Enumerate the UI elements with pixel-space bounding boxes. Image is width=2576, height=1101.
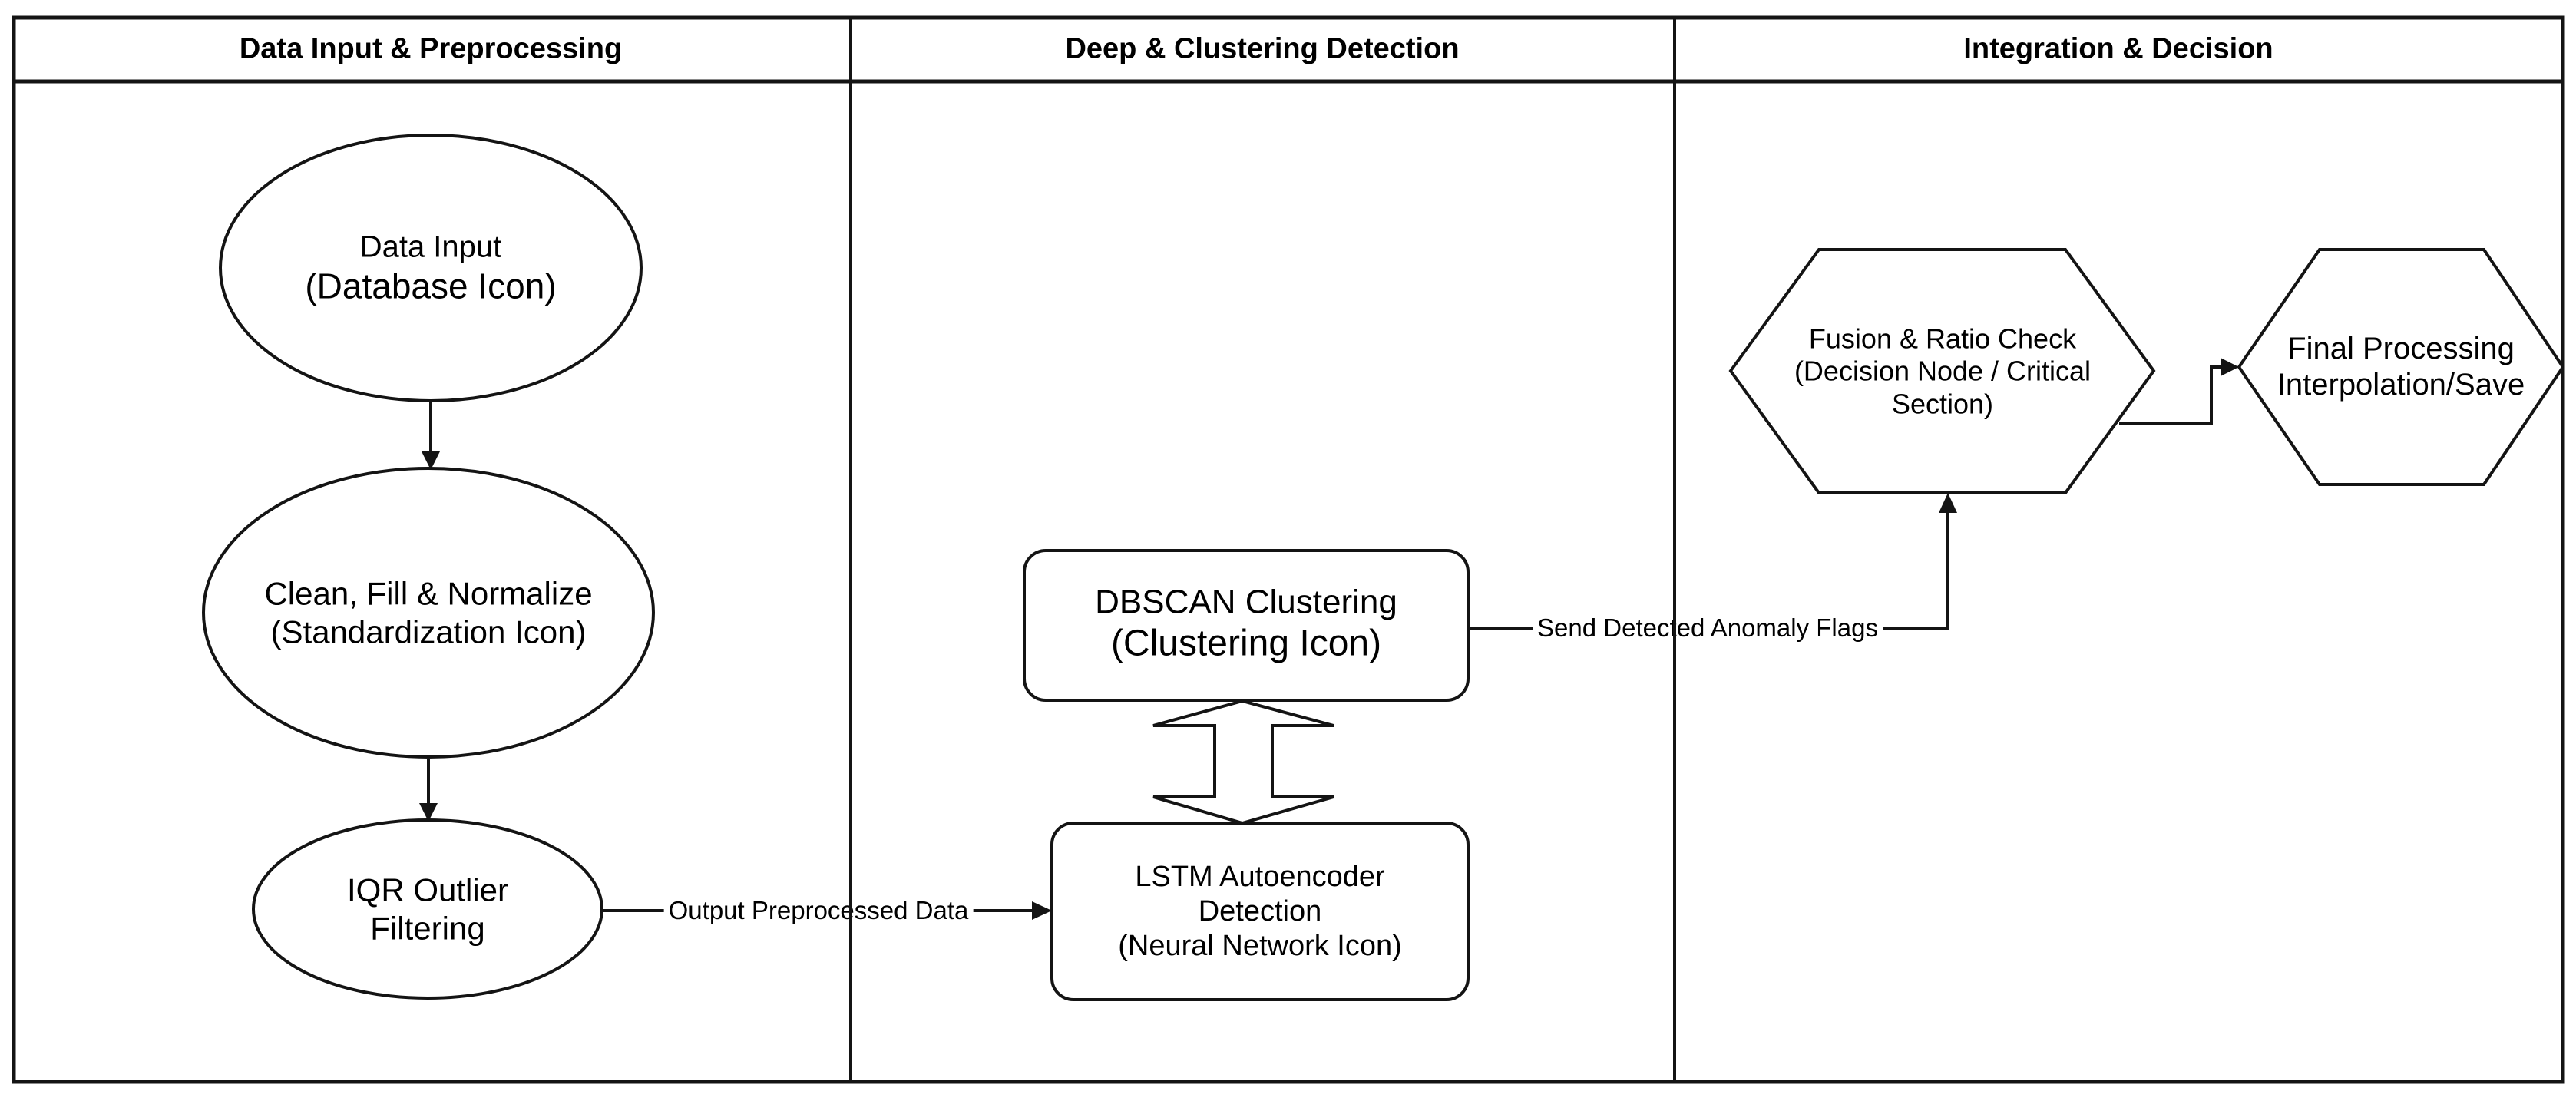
clean-fill-normalize-label: Clean, Fill & Normalize (Standardization… [264,574,592,650]
data-input-line1: Data Input [359,230,502,264]
final-processing-label: Final Processing Interpolation/Save [2277,331,2525,403]
lane-title-integration-decision: Integration & Decision [1963,32,2273,67]
lstm-line1: LSTM Autoencoder [1135,860,1385,893]
edge-label-send-detected-anomaly-flags: Send Detected Anomaly Flags [1533,612,1883,644]
iqr-line1: IQR Outlier [346,871,509,908]
lane-title-text: Integration & Decision [1963,32,2273,65]
arrowhead-right-final [2221,358,2239,376]
iqr-line2: Filtering [370,910,485,946]
data-input-label: Data Input (Database Icon) [305,229,556,306]
arrowhead-down-1 [422,451,440,470]
lstm-line3: (Neural Network Icon) [1118,929,1402,962]
lane-title-deep-clustering-detection: Deep & Clustering Detection [1065,32,1459,67]
lane-title-data-input-preprocessing: Data Input & Preprocessing [240,32,622,67]
dbscan-line1: DBSCAN Clustering [1095,583,1397,621]
iqr-outlier-label: IQR Outlier Filtering [347,871,508,947]
edge-label-output-preprocessed-data: Output Preprocessed Data [663,894,974,927]
data-input-line2: (Database Icon) [305,266,557,306]
edge-label-text: Send Detected Anomaly Flags [1537,613,1878,642]
lane-title-text: Deep & Clustering Detection [1065,32,1460,65]
dbscan-label: DBSCAN Clustering (Clustering Icon) [1095,583,1397,666]
fusion-line2: (Decision Node / Critical [1794,355,2092,387]
lane-title-text: Data Input & Preprocessing [239,32,623,65]
final-line1: Final Processing [2287,331,2515,365]
lstm-label: LSTM Autoencoder Detection (Neural Netwo… [1118,860,1402,963]
edge-label-text: Output Preprocessed Data [668,895,969,924]
bidirectional-block-arrow [1152,699,1334,825]
fusion-ratio-check-label: Fusion & Ratio Check (Decision Node / Cr… [1794,322,2091,420]
clean-fill-line1: Clean, Fill & Normalize [264,575,593,612]
fusion-line3: Section) [1891,388,1994,420]
arrowhead-right-lstm [1032,901,1052,920]
final-line2: Interpolation/Save [2277,368,2525,402]
clean-fill-line2: (Standardization Icon) [270,613,587,650]
edge-fusion-to-final [2119,365,2221,425]
lstm-line2: Detection [1198,894,1322,927]
arrowhead-down-2 [419,803,438,822]
fusion-line1: Fusion & Ratio Check [1808,322,2077,355]
edge-send-anomaly-flags [1468,505,1949,630]
dbscan-line2: (Clustering Icon) [1110,623,1382,664]
arrowhead-up-fusion [1939,493,1957,513]
